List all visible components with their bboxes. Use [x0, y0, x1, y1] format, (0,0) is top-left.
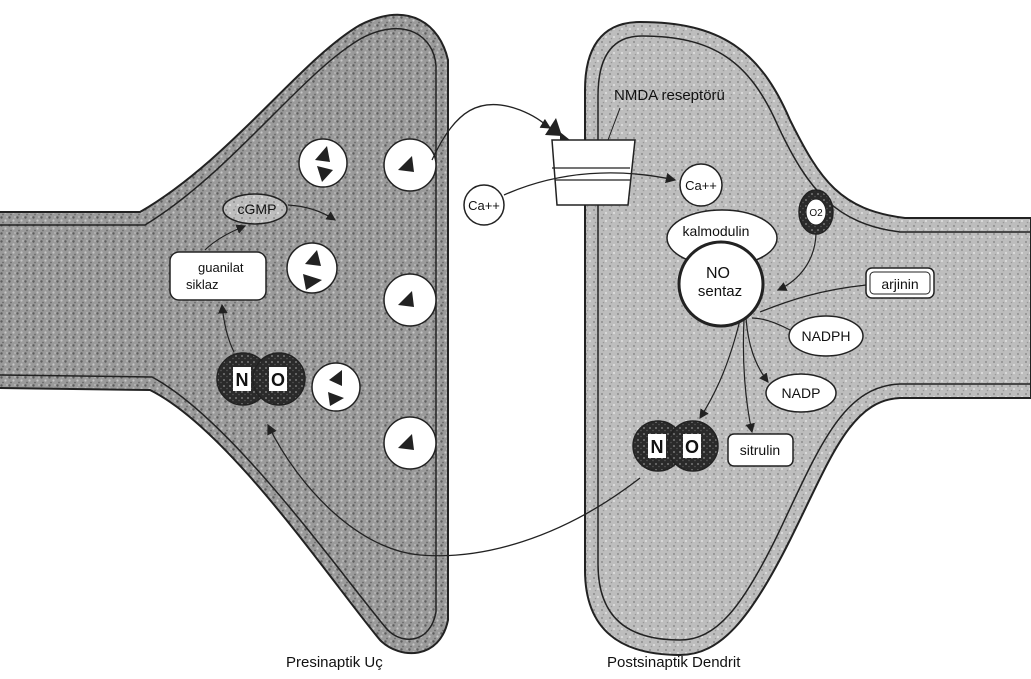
svg-text:kalmodulin: kalmodulin [683, 223, 750, 239]
nadph: NADPH [789, 316, 863, 356]
oxygen: O2 [799, 190, 833, 234]
svg-text:O: O [271, 370, 285, 390]
citrulline: sitrulin [728, 434, 793, 466]
vesicle [384, 274, 436, 326]
transmitter-path [432, 104, 550, 160]
postsynaptic-caption: Postsinaptik Dendrit [607, 654, 740, 671]
guanylate-cyclase: guanilat siklaz [170, 252, 266, 300]
calcium-inside: Ca++ [680, 164, 722, 206]
svg-text:O2: O2 [809, 208, 823, 219]
svg-text:N: N [651, 437, 664, 457]
svg-text:cGMP: cGMP [238, 201, 277, 217]
no-synthase: NO sentaz [679, 242, 763, 326]
cgmp: cGMP [223, 194, 287, 224]
nitric-oxide-pre: N O [217, 353, 305, 405]
svg-text:Ca++: Ca++ [685, 178, 717, 193]
svg-text:sentaz: sentaz [698, 283, 742, 300]
svg-text:NADP: NADP [782, 385, 821, 401]
svg-text:N: N [236, 370, 249, 390]
nmda-receptor-label: NMDA reseptörü [614, 87, 725, 104]
svg-text:siklaz: siklaz [186, 277, 219, 292]
presynaptic-caption: Presinaptik Uç [286, 654, 383, 671]
svg-text:sitrulin: sitrulin [740, 442, 780, 458]
vesicle [384, 139, 436, 191]
svg-text:NO: NO [706, 265, 730, 282]
nadp: NADP [766, 374, 836, 412]
nitric-oxide-post: N O [633, 421, 718, 471]
vesicle [312, 363, 360, 411]
presynaptic-terminal [0, 15, 448, 653]
calcium-outside: Ca++ [464, 185, 504, 225]
vesicle [384, 417, 436, 469]
svg-text:arjinin: arjinin [881, 276, 918, 292]
svg-text:O: O [685, 437, 699, 457]
nmda-receptor [552, 132, 635, 205]
arginine: arjinin [866, 268, 934, 298]
svg-text:NADPH: NADPH [801, 328, 850, 344]
vesicle [287, 243, 337, 293]
svg-text:guanilat: guanilat [198, 260, 244, 275]
svg-text:Ca++: Ca++ [468, 198, 500, 213]
vesicle [299, 139, 347, 187]
